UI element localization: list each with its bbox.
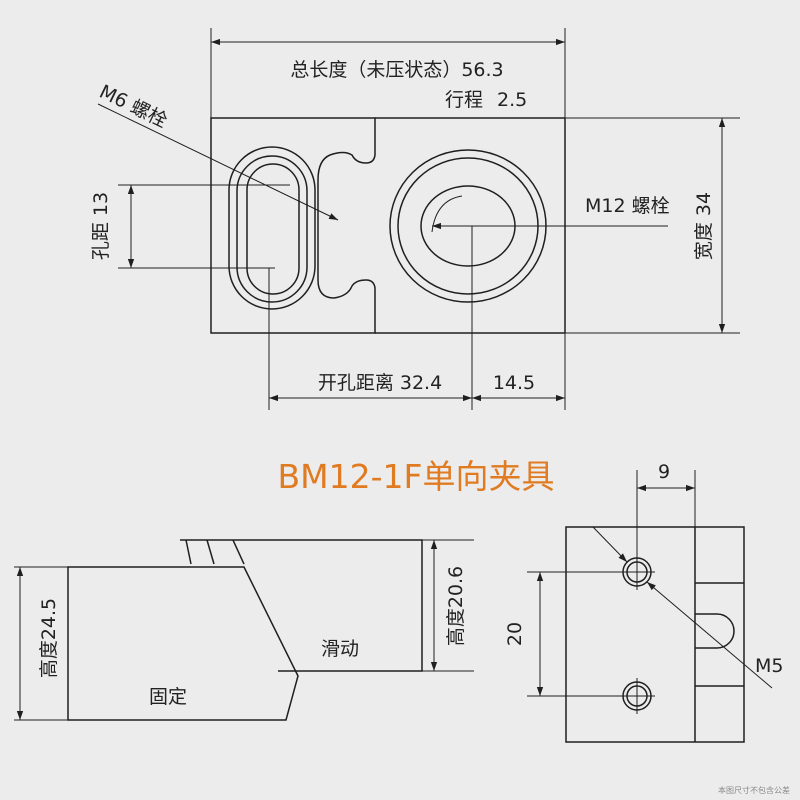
- end-view: 9 20 M5: [504, 461, 783, 743]
- side-view: 高度24.5 高度20.6 滑动 固定: [14, 539, 474, 721]
- sliding-step-line: [185, 539, 192, 565]
- sliding-label: 滑动: [321, 638, 359, 660]
- stroke-value: 2.5: [497, 89, 527, 111]
- m5-leader-arrow: [592, 526, 628, 563]
- total-length-label: 总长度（未压状态）56.3: [290, 59, 503, 81]
- dim-9-label: 9: [658, 461, 670, 483]
- sliding-block-outline: [180, 539, 423, 672]
- sliding-step-line: [232, 539, 245, 565]
- m6-slot-inner: [246, 163, 300, 295]
- fixed-height-label: 高度24.5: [38, 598, 60, 678]
- footnote: 本图尺寸不包含公差: [718, 785, 790, 795]
- stroke-label: 行程: [445, 89, 483, 111]
- sliding-step-line: [206, 539, 215, 565]
- m6-leader-line: [97, 103, 339, 221]
- width-label: 宽度 34: [693, 192, 715, 260]
- sliding-height-label: 高度20.6: [445, 566, 467, 646]
- fixed-label: 固定: [149, 686, 187, 708]
- bolt-arc-mark: [431, 195, 463, 233]
- opening-distance-label: 开孔距离 32.4: [318, 372, 442, 394]
- end-view-outline: [565, 526, 745, 743]
- fixed-block-outline: [67, 566, 299, 721]
- m6-slot-middle: [236, 155, 308, 303]
- end-view-notch: [695, 613, 735, 649]
- m6-slot-outer: [228, 146, 316, 310]
- offset-label: 14.5: [493, 372, 535, 394]
- product-title: BM12-1F单向夹具: [278, 457, 555, 496]
- m12-bolt-label: M12 螺栓: [585, 195, 670, 217]
- m5-label: M5: [755, 655, 783, 677]
- hole-spacing-label: 孔距 13: [90, 192, 112, 260]
- m5-leader-line: [646, 581, 773, 689]
- top-view: 总长度（未压状态）56.3 行程 2.5 孔距 13 宽度 34 M6 螺栓: [90, 28, 740, 410]
- dim-20-label: 20: [504, 622, 526, 646]
- m6-bolt-label: M6 螺栓: [96, 81, 171, 133]
- clamp-body-outline: [210, 117, 376, 334]
